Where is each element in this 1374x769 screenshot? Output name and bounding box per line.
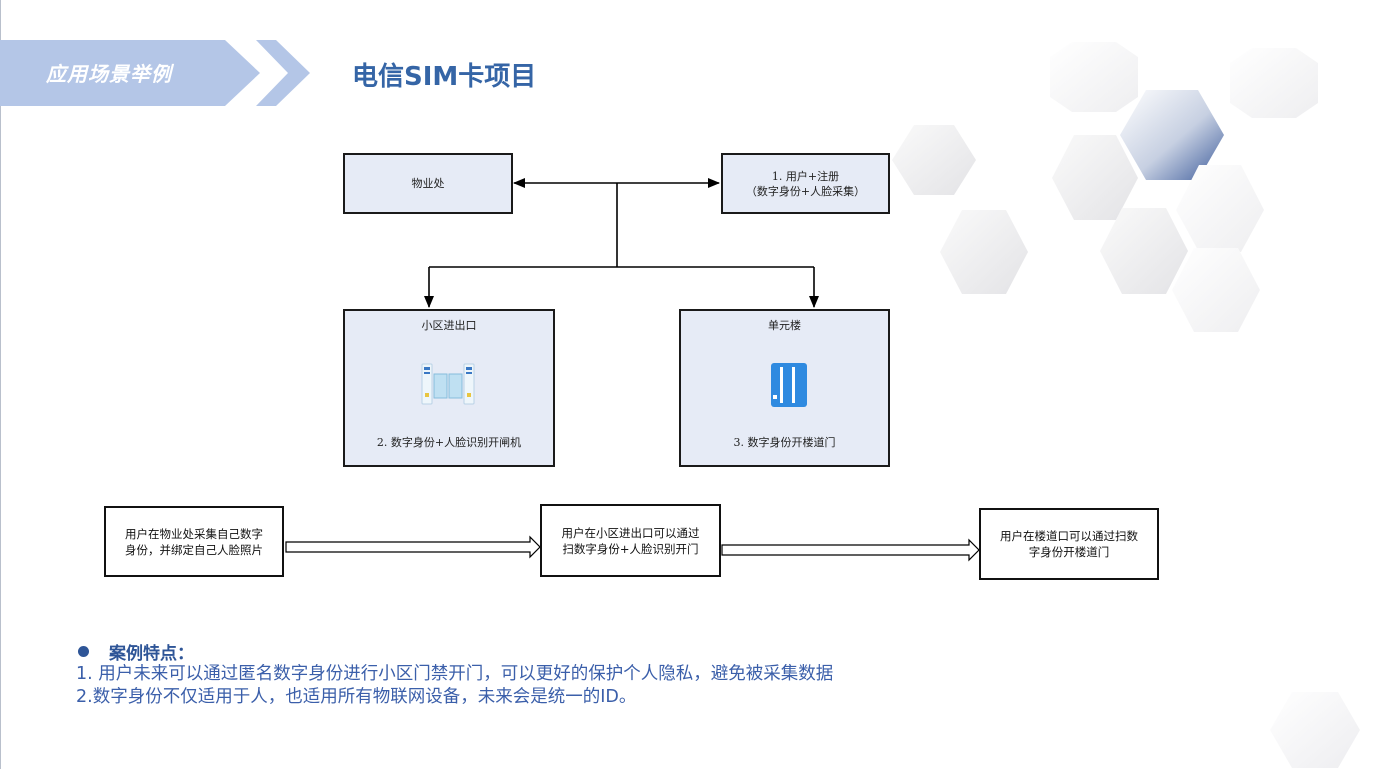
case-features: 案例特点： 1. 用户未来可以通过匿名数字身份进行小区门禁开门，可以更好的保护个… <box>76 639 833 709</box>
feature-item-2: 2.数字身份不仅适用于人，也适用所有物联网设备，未来会是统一的ID。 <box>76 687 637 707</box>
section-label: 应用场景举例 <box>46 62 172 86</box>
flow-step-2-line1: 用户在小区进出口可以通过 <box>561 525 700 540</box>
register-step-detail: （数字身份+人脸采集） <box>745 184 866 198</box>
flow-step-1-line2: 身份，并绑定自己人脸照片 <box>125 542 263 557</box>
flow-step-2-box: 用户在小区进出口可以通过 扫数字身份+人脸识别开门 <box>540 504 721 577</box>
user-register-box: 1. 用户+注册 （数字身份+人脸采集） <box>721 153 890 214</box>
property-office-box: 物业处 <box>343 153 513 214</box>
slide-edge <box>0 0 1 769</box>
turnstile-gate-icon <box>421 363 475 405</box>
flow-step-3-box: 用户在楼道口可以通过扫数 字身份开楼道门 <box>979 508 1159 580</box>
register-step-label: 1. 用户+注册 <box>771 169 840 183</box>
hexagon-decoration-bottom <box>1270 692 1360 768</box>
unit-title: 单元楼 <box>768 319 801 332</box>
flow-step-3-line1: 用户在楼道口可以通过扫数 <box>1000 529 1138 543</box>
building-door-icon <box>771 363 807 407</box>
hexagon-decoration <box>892 42 1318 332</box>
features-heading-row: 案例特点： <box>76 639 833 664</box>
chevron-arrow-icon <box>256 40 310 106</box>
flow-arrow-2 <box>721 538 980 562</box>
section-banner <box>0 40 260 106</box>
flow-step-2-line2: 扫数字身份+人脸识别开门 <box>562 541 699 556</box>
features-heading: 案例特点： <box>109 643 194 664</box>
property-office-label: 物业处 <box>411 177 445 190</box>
community-gate-box: 小区进出口 2. 数字身份+人脸识别开闸机 <box>343 309 555 467</box>
slide-title: 电信SIM卡项目 <box>352 62 537 92</box>
flow-step-1-line1: 用户在物业处采集自己数字 <box>125 526 263 541</box>
gate-title: 小区进出口 <box>421 319 477 332</box>
bullet-dot-icon <box>78 645 89 657</box>
unit-building-box: 单元楼 3. 数字身份开楼道门 <box>679 309 890 467</box>
flow-arrow-1 <box>285 535 541 559</box>
gate-caption: 2. 数字身份+人脸识别开闸机 <box>376 436 522 449</box>
feature-item-1: 1. 用户未来可以通过匿名数字身份进行小区门禁开门，可以更好的保护个人隐私，避免… <box>76 664 834 684</box>
unit-caption: 3. 数字身份开楼道门 <box>733 436 836 449</box>
flow-step-3-line2: 字身份开楼道门 <box>1028 545 1110 559</box>
flow-step-1-box: 用户在物业处采集自己数字 身份，并绑定自己人脸照片 <box>104 506 284 577</box>
